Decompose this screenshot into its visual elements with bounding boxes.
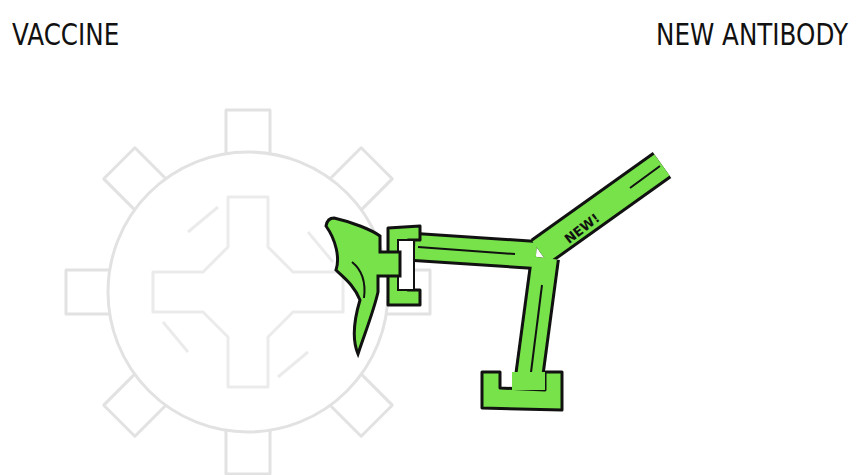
section-title: NEW ANTIBODY [656,20,848,50]
antibody [388,165,662,410]
virus-outline [66,110,430,474]
spike-protein [326,218,414,354]
section-title: VACCINE [12,20,119,50]
